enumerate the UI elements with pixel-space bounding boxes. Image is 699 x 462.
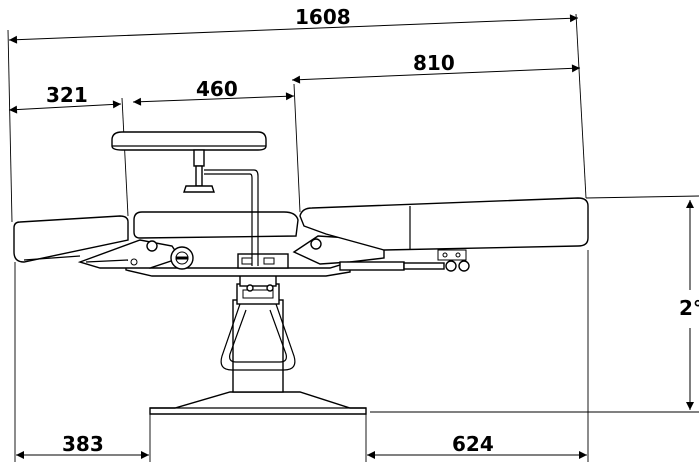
dim-label-leg-section: 810 bbox=[413, 51, 455, 75]
column-collar-band bbox=[242, 289, 274, 299]
leg-hinge-pivot bbox=[310, 238, 322, 250]
armrest-t-handle[interactable] bbox=[183, 185, 215, 193]
armrest-support-arm-inner bbox=[204, 173, 253, 266]
head-lock-screw bbox=[130, 258, 138, 266]
hydraulic-column bbox=[232, 299, 284, 393]
gas-spring-rod bbox=[403, 262, 445, 270]
leg-mount-bolt-2 bbox=[455, 252, 461, 258]
armrest-post-stem bbox=[195, 165, 203, 187]
chair-base-plate bbox=[149, 391, 367, 415]
leg-cushion bbox=[299, 197, 589, 251]
armrest-pad bbox=[111, 131, 267, 151]
dim-line-leg-section bbox=[291, 64, 581, 84]
leg-mount-bracket bbox=[437, 249, 467, 261]
clamp-detail-right bbox=[263, 257, 275, 265]
head-cushion-base-edge bbox=[23, 255, 81, 261]
chair-illustration bbox=[13, 131, 589, 415]
ext-line-head-right bbox=[121, 97, 129, 217]
head-cushion bbox=[13, 215, 129, 263]
head-bracket-rod bbox=[85, 259, 129, 263]
gas-spring-end-right bbox=[458, 260, 470, 272]
dim-line-head-section bbox=[8, 100, 122, 114]
armrest-support-arm bbox=[204, 169, 259, 266]
dim-label-overall-length: 1608 bbox=[295, 5, 351, 29]
fitting-bolt-right bbox=[266, 284, 274, 292]
dim-line-armrest bbox=[132, 92, 295, 106]
dim-line-overall-length bbox=[8, 14, 579, 44]
dim-label-height-angle: 2° bbox=[679, 296, 699, 320]
ext-line-left-head bbox=[7, 29, 13, 223]
ext-line-height-top bbox=[585, 195, 699, 199]
gas-spring-cylinder bbox=[339, 261, 405, 271]
dim-label-right-overhang: 624 bbox=[452, 432, 494, 456]
fitting-bolt-left bbox=[246, 284, 254, 292]
seat-cushion bbox=[133, 211, 299, 239]
pedal-loop-inner bbox=[229, 309, 287, 363]
ext-line-right-foot bbox=[575, 13, 587, 199]
adjust-knob-slot bbox=[175, 256, 189, 260]
pedal-loop-outer bbox=[220, 303, 296, 371]
head-hinge-pivot bbox=[146, 240, 158, 252]
clamp-detail-left bbox=[241, 257, 253, 265]
gas-spring-end-left bbox=[445, 260, 457, 272]
lower-frame-rail bbox=[125, 261, 351, 277]
dim-label-left-overhang: 383 bbox=[62, 432, 104, 456]
leg-mount-bolt-1 bbox=[442, 252, 448, 258]
armrest-post-top bbox=[193, 149, 205, 167]
dimension-lines: 1608 321 460 810 2° 383 624 bbox=[7, 5, 699, 462]
ext-line-armrest-right bbox=[293, 83, 301, 213]
dim-label-armrest: 460 bbox=[196, 77, 238, 101]
dim-label-head-section: 321 bbox=[46, 83, 88, 107]
